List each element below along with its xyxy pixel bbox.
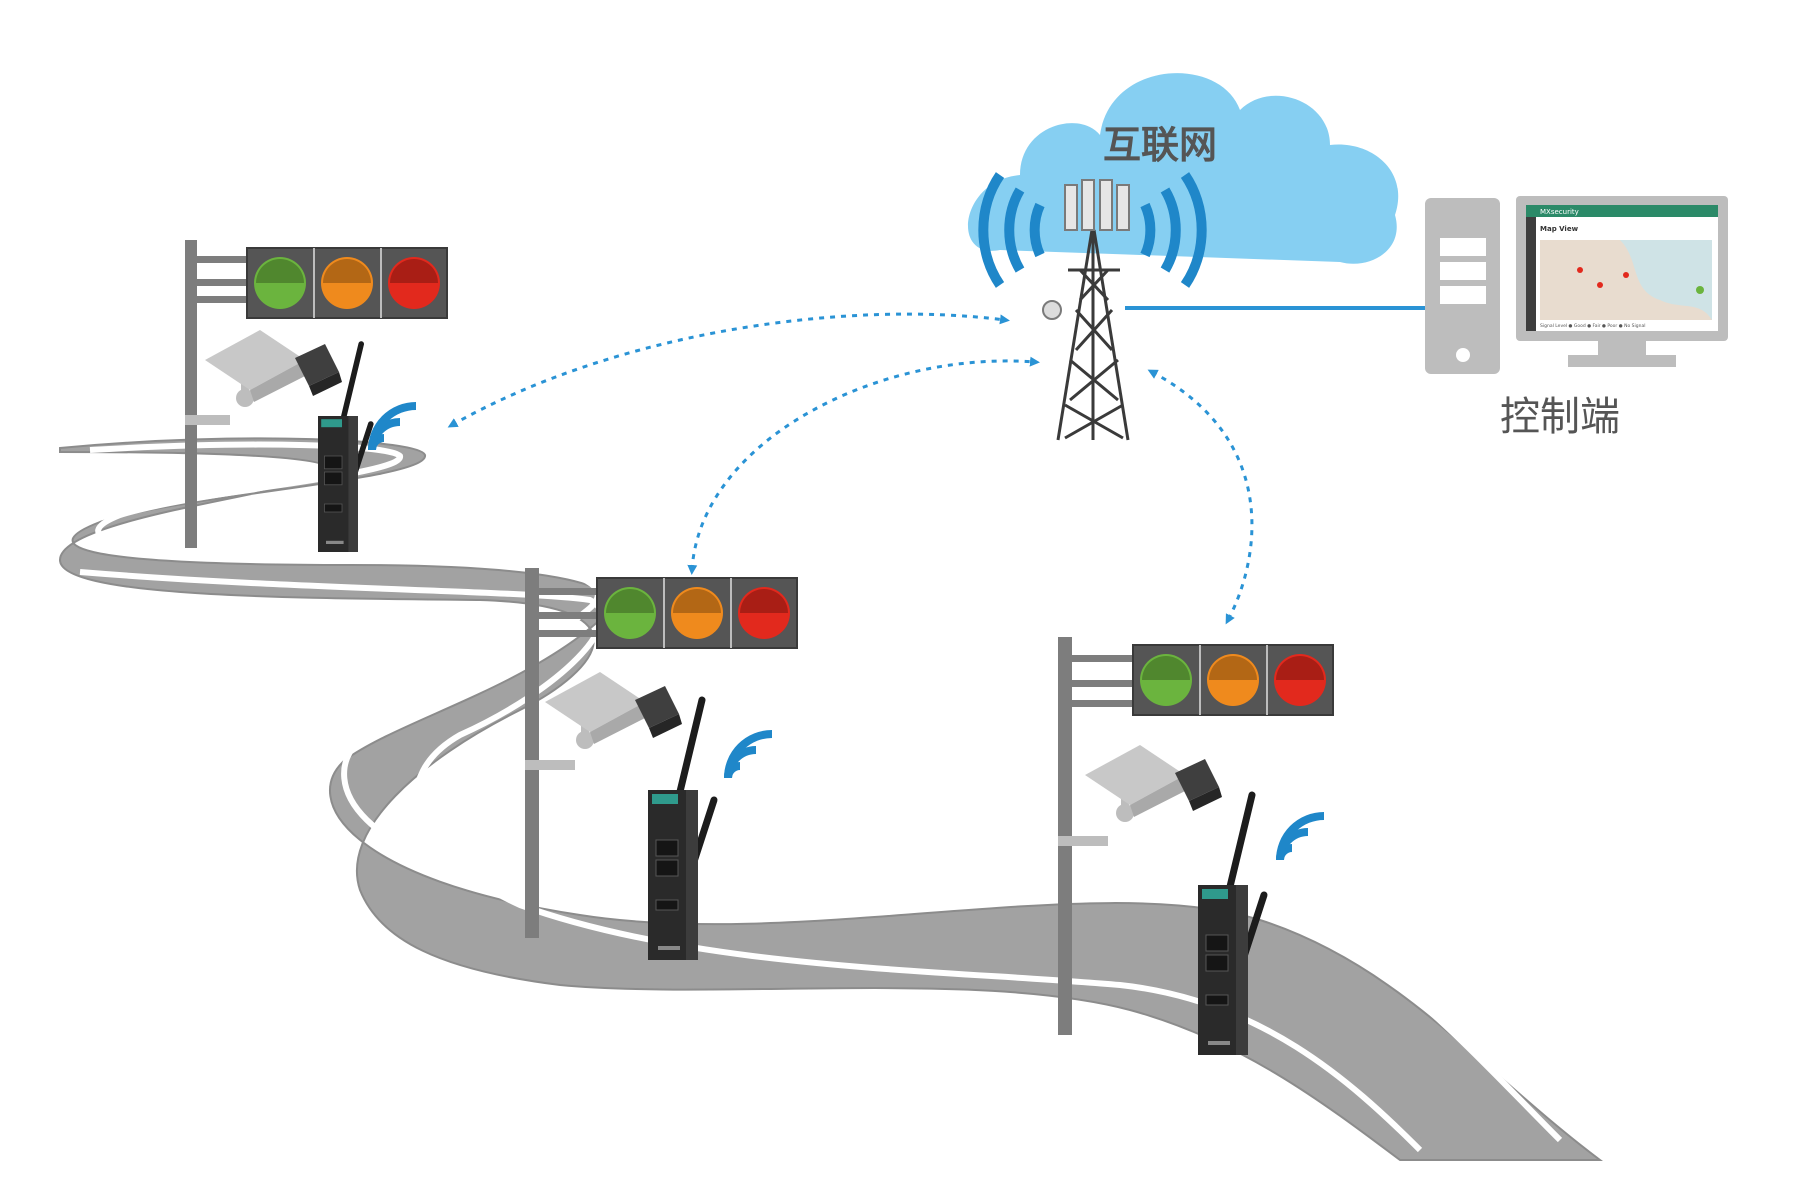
desktop-computer-icon: [1425, 198, 1500, 374]
traffic-post-1: [185, 240, 448, 552]
cell-tower-icon: [978, 172, 1207, 441]
security-camera-icon: [1085, 745, 1222, 822]
cellular-router-icon: [648, 700, 714, 960]
traffic-post-3: [1058, 637, 1334, 1055]
screen-app-name: MXsecurity: [1540, 208, 1579, 216]
wireless-links: [447, 312, 1254, 625]
traffic-light-icon: [246, 247, 448, 319]
traffic-light-icon: [1132, 644, 1334, 716]
screen-title: Map View: [1540, 225, 1579, 233]
security-camera-icon: [205, 330, 342, 407]
tower-signal-left: [978, 172, 1045, 288]
wifi-signal-icon: [372, 406, 416, 450]
road: [58, 437, 1603, 1161]
control-label: 控制端: [1500, 394, 1620, 440]
wifi-signal-icon: [1280, 816, 1324, 860]
traffic-light-icon: [596, 577, 798, 649]
tower-signal-right: [1140, 172, 1207, 288]
cloud-label: 互联网: [1103, 123, 1217, 167]
wifi-signal-icon: [728, 734, 772, 778]
screen-footer: Signal Level ● Good ● Fair ● Poor ● No S…: [1540, 323, 1645, 329]
traffic-post-2: [525, 568, 798, 960]
monitor-icon: MXsecurity Map View Signal Level ● Good …: [1516, 196, 1728, 367]
security-camera-icon: [545, 672, 682, 749]
